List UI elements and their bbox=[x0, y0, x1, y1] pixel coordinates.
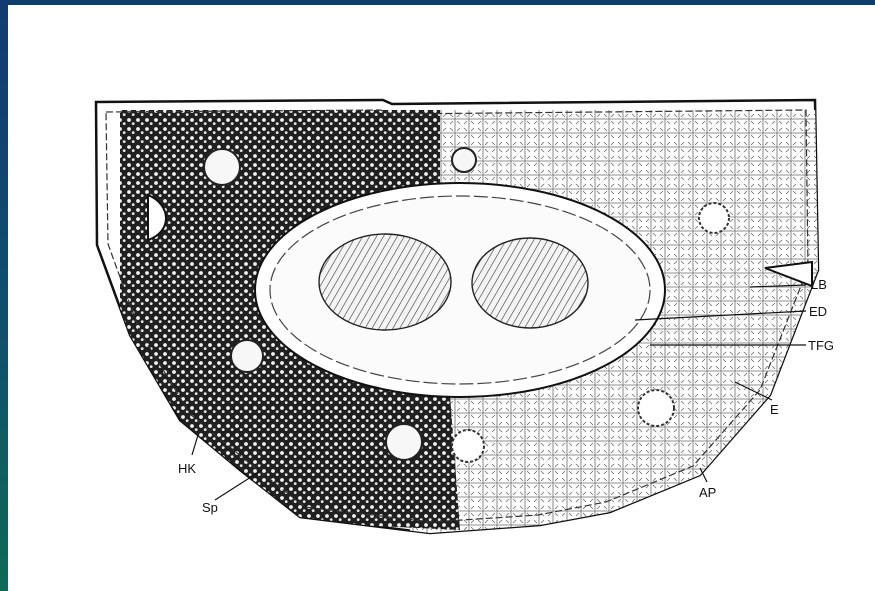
vascular-bundle bbox=[255, 183, 665, 397]
label-lb: LB bbox=[811, 277, 827, 292]
label-e: E bbox=[770, 402, 779, 417]
label-tfg: TFG bbox=[808, 338, 834, 353]
xylem-left bbox=[319, 234, 451, 330]
label-ap: AP bbox=[699, 485, 716, 500]
xylem-right bbox=[472, 238, 588, 328]
label-hk: HK bbox=[178, 461, 196, 476]
label-sp: Sp bbox=[202, 500, 218, 515]
label-ed: ED bbox=[809, 304, 827, 319]
